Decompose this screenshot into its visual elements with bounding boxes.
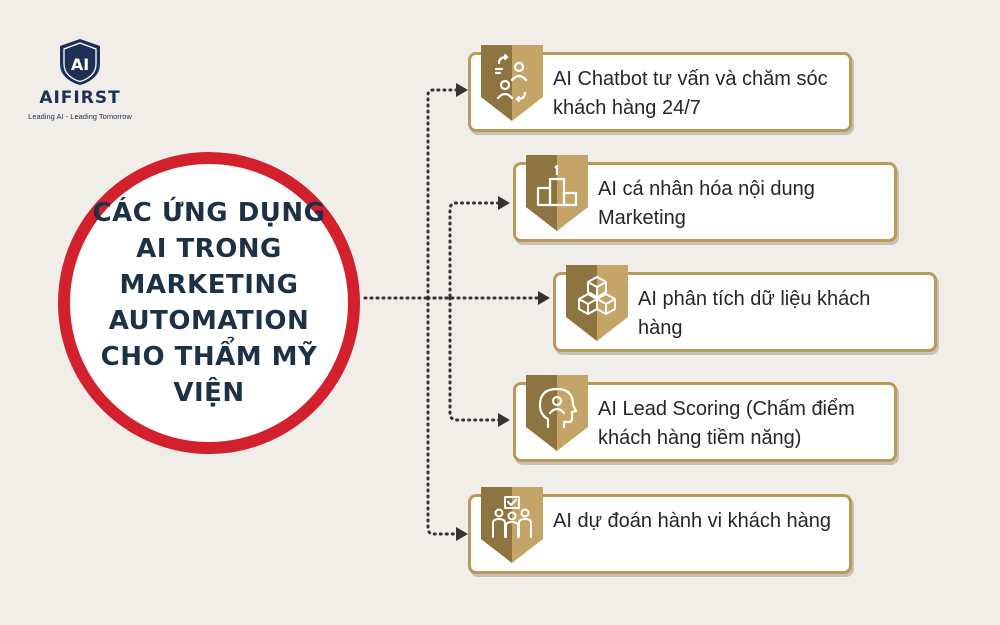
center-circle: CÁC ỨNG DỤNG AI TRONG MARKETING AUTOMATI… bbox=[58, 152, 360, 454]
podium-ranking-icon bbox=[526, 155, 588, 231]
arrowhead-2 bbox=[498, 196, 510, 210]
card-label: AI Chatbot tư vấn và chăm sóc khách hàng… bbox=[553, 68, 828, 119]
arrowhead-3 bbox=[538, 291, 550, 305]
logo-mark-text: AI bbox=[71, 55, 89, 74]
card-behavior-prediction: AI dự đoán hành vi khách hàng bbox=[468, 487, 852, 574]
head-person-icon bbox=[526, 375, 588, 451]
brand-tagline: Leading AI - Leading Tomorrow bbox=[28, 112, 132, 121]
chatbot-support-icon bbox=[481, 45, 543, 121]
shield-logo-icon: AI bbox=[60, 39, 100, 85]
arrowhead-5 bbox=[456, 527, 468, 541]
card-label: AI cá nhân hóa nội dung Marketing bbox=[598, 178, 815, 229]
arrowhead-1 bbox=[456, 83, 468, 97]
card-label: AI phân tích dữ liệu khách hàng bbox=[638, 288, 871, 339]
connector-5 bbox=[426, 296, 460, 536]
brand-name: AIFIRST bbox=[39, 88, 121, 108]
card-label: AI dự đoán hành vi khách hàng bbox=[553, 510, 832, 532]
center-title: CÁC ỨNG DỤNG AI TRONG MARKETING AUTOMATI… bbox=[92, 198, 326, 408]
connector-4 bbox=[448, 296, 502, 422]
card-chatbot: AI Chatbot tư vấn và chăm sóc khách hàng… bbox=[468, 45, 852, 132]
team-behavior-icon bbox=[481, 487, 543, 563]
card-data-analysis: AI phân tích dữ liệu khách hàng bbox=[553, 265, 937, 352]
connector-1 bbox=[426, 88, 460, 300]
card-label: AI Lead Scoring (Chấm điểm khách hàng ti… bbox=[598, 398, 855, 449]
connector-2 bbox=[426, 201, 502, 300]
aifirst-logo: AI AIFIRST Leading AI - Leading Tomorrow bbox=[20, 30, 140, 130]
card-lead-scoring: AI Lead Scoring (Chấm điểm khách hàng ti… bbox=[513, 375, 897, 462]
arrowhead-4 bbox=[498, 413, 510, 427]
data-cubes-icon bbox=[566, 265, 628, 341]
card-personalization: AI cá nhân hóa nội dung Marketing bbox=[513, 155, 897, 242]
